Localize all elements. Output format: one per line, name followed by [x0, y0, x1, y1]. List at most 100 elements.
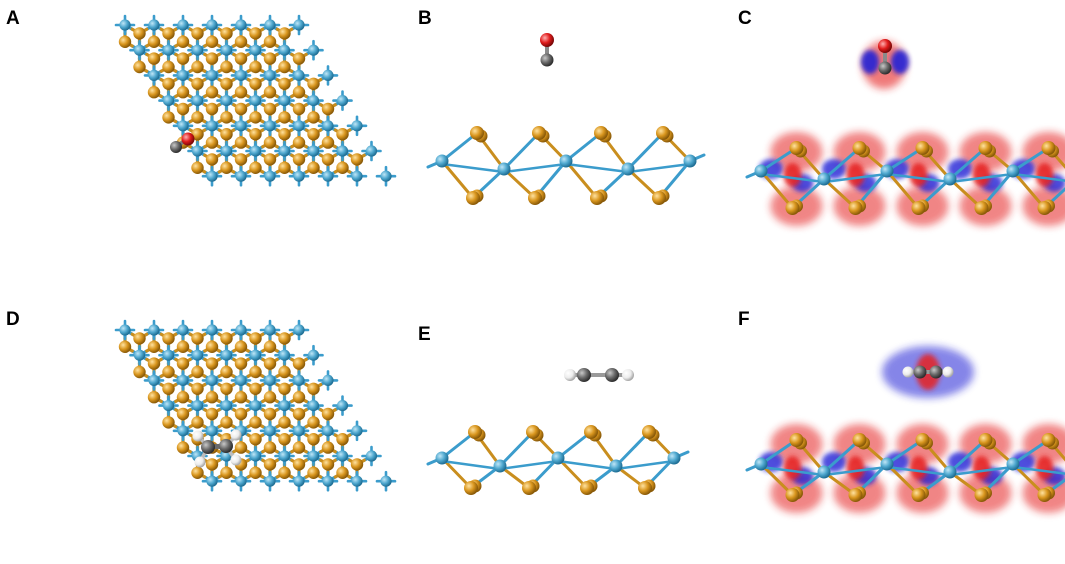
metal-atom — [322, 374, 334, 386]
oxygen-atom — [181, 132, 195, 146]
sulfur-atom — [656, 126, 670, 140]
sulfur-atom — [191, 365, 204, 379]
sulfur-atom — [220, 111, 233, 124]
metal-atom — [162, 95, 175, 107]
metal-atom — [133, 44, 146, 56]
metal-atom — [235, 19, 247, 31]
sulfur-atom — [307, 433, 320, 446]
metal-atom — [493, 459, 507, 473]
panel-a-top-view-co — [114, 14, 397, 187]
metal-atom — [148, 69, 160, 81]
sulfur-atom — [162, 416, 175, 429]
bond — [948, 177, 983, 210]
sulfur-atom — [278, 111, 291, 124]
metal-atom — [551, 451, 565, 465]
sulfur-atom — [133, 27, 146, 40]
hydrogen-atom — [230, 454, 242, 466]
sulfur-atom — [162, 27, 175, 40]
sulfur-atom — [249, 77, 262, 91]
bond — [440, 159, 475, 200]
sulfur-atom — [234, 153, 248, 166]
sulfur-atom — [278, 161, 291, 174]
density-accumulation-lobe — [1035, 163, 1054, 187]
metal-atom — [191, 95, 204, 107]
sulfur-atom — [162, 382, 175, 395]
metal-atom — [435, 451, 449, 465]
sulfur-atom — [848, 201, 863, 215]
sulfur-atom — [321, 153, 335, 166]
metal-atom — [177, 69, 189, 81]
sulfur-atom — [220, 416, 233, 429]
sulfur-atom — [234, 391, 248, 404]
hydrogen-atom — [192, 430, 204, 442]
panel-label-f: F — [738, 309, 750, 330]
metal-atom — [380, 170, 392, 182]
metal-atom — [336, 450, 349, 462]
density-accumulation-lobe — [846, 456, 865, 480]
bond — [885, 146, 924, 173]
sulfur-atom — [234, 136, 248, 149]
sulfur-atom — [220, 27, 233, 40]
sulfur-atom — [526, 425, 540, 439]
sulfur-atom — [528, 191, 542, 205]
sulfur-atom — [321, 458, 335, 471]
sulfur-atom — [278, 77, 291, 91]
hydrogen-atom — [564, 369, 576, 381]
sulfur-atom — [278, 466, 291, 479]
sulfur-atom — [292, 102, 306, 116]
sulfur-atom — [205, 153, 219, 166]
sulfur-atom — [205, 86, 219, 99]
sulfur-atom — [292, 441, 306, 454]
sulfur-atom — [176, 357, 190, 370]
density-depletion-lobe — [891, 50, 909, 74]
sulfur-atom — [191, 416, 204, 429]
panel-label-a: A — [6, 8, 20, 29]
sulfur-atom — [220, 382, 233, 395]
metal-atom — [264, 170, 276, 182]
sulfur-atom — [263, 391, 277, 404]
sulfur-atom — [176, 102, 190, 116]
hydrogen-atom — [194, 456, 206, 468]
sulfur-atom — [263, 52, 277, 65]
metal-atom — [307, 95, 320, 107]
bond — [614, 430, 651, 468]
bond — [440, 430, 477, 460]
bond — [948, 465, 1015, 477]
metal-atom — [351, 425, 363, 437]
sulfur-atom — [466, 191, 480, 205]
metal-atom — [293, 69, 305, 81]
metal-atom — [220, 95, 233, 107]
metal-atom — [264, 374, 276, 386]
sulfur-atom — [292, 52, 306, 65]
metal-atom — [191, 349, 204, 361]
metal-atom — [177, 374, 189, 386]
sulfur-atom — [176, 86, 190, 99]
sulfur-atom — [278, 60, 291, 74]
bond — [440, 459, 502, 471]
sulfur-atom — [292, 357, 306, 370]
metal-atom — [264, 69, 276, 81]
bond — [948, 146, 987, 181]
bond — [948, 438, 987, 474]
sulfur-atom — [205, 391, 219, 404]
sulfur-atom — [263, 458, 277, 471]
sulfur-atom — [249, 128, 262, 141]
metal-atom — [119, 324, 131, 336]
metal-atom — [336, 145, 349, 157]
bond — [502, 131, 541, 171]
metal-atom — [880, 164, 894, 178]
hydrogen-atom — [902, 366, 914, 378]
sulfur-atom — [292, 391, 306, 404]
sulfur-atom — [205, 357, 219, 370]
sulfur-atom — [234, 407, 248, 421]
metal-atom — [264, 425, 276, 437]
sulfur-atom — [852, 141, 867, 155]
sulfur-atom — [162, 111, 175, 124]
sulfur-atom — [852, 433, 867, 447]
sulfur-atom — [638, 481, 652, 495]
sulfur-atom — [191, 128, 204, 141]
sulfur-atom — [176, 340, 190, 353]
sulfur-atom — [249, 27, 262, 40]
sulfur-atom — [307, 161, 320, 174]
sulfur-atom — [176, 407, 190, 421]
